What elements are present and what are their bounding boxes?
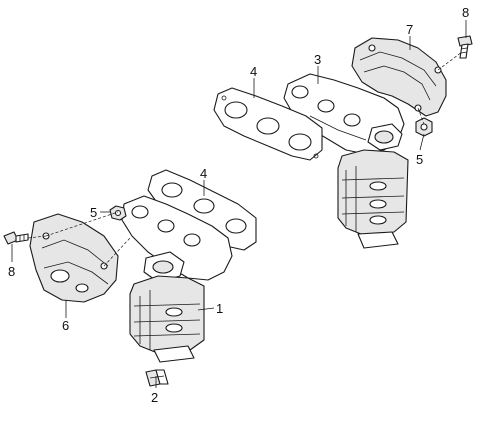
- heat-protector-upper[interactable]: [351, 37, 447, 117]
- callout-8-lower: 8: [8, 264, 15, 279]
- bolt-lower[interactable]: [3, 231, 29, 245]
- bracket-clip[interactable]: [145, 369, 169, 387]
- nut-lower[interactable]: [109, 205, 127, 221]
- leader-lines: [11, 20, 467, 388]
- callout-6: 6: [62, 318, 69, 333]
- manifold-converter-lower[interactable]: [121, 195, 233, 363]
- assembly-guide-lines: [27, 51, 463, 267]
- callout-1: 1: [216, 301, 223, 316]
- callout-labels: 1 2 3 4 4 5 5 6 7 8 8: [8, 5, 469, 405]
- callout-3: 3: [314, 52, 321, 67]
- callout-2: 2: [151, 390, 158, 405]
- gasket-upper[interactable]: [213, 87, 323, 161]
- callout-4-lower: 4: [200, 166, 207, 181]
- heat-protector-lower[interactable]: [29, 213, 119, 303]
- callout-5-lower: 5: [90, 205, 97, 220]
- nut-upper[interactable]: [415, 117, 433, 137]
- callout-8-upper: 8: [462, 5, 469, 20]
- manifold-converter-upper[interactable]: [283, 73, 409, 249]
- callout-7: 7: [406, 22, 413, 37]
- bolt-upper[interactable]: [457, 35, 473, 59]
- callout-5-upper: 5: [416, 152, 423, 167]
- callout-4-upper: 4: [250, 64, 257, 79]
